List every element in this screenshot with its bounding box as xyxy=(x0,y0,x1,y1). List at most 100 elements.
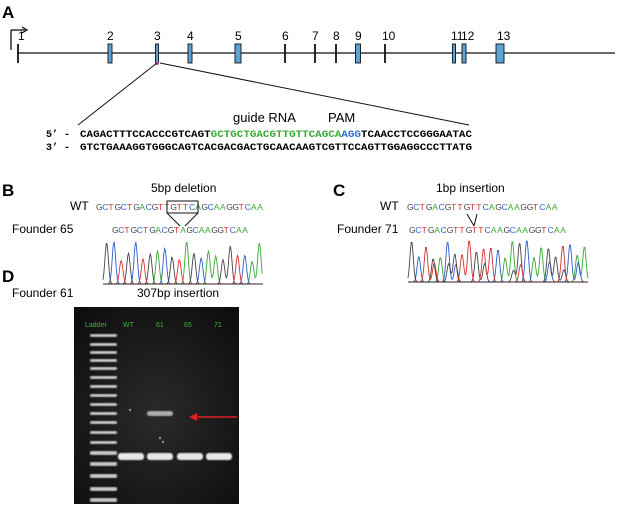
exon-number-8: 8 xyxy=(333,29,340,43)
base: C xyxy=(208,202,214,212)
trace-T xyxy=(408,240,588,283)
base: G xyxy=(112,225,119,235)
base: G xyxy=(211,225,218,235)
guide-rna-label: guide RNA xyxy=(233,110,296,125)
base: G xyxy=(409,225,416,235)
base: A xyxy=(514,202,520,212)
base: A xyxy=(257,202,263,212)
base: A xyxy=(139,202,145,212)
base: A xyxy=(251,202,257,212)
zoom-line-right xyxy=(159,62,470,126)
base: C xyxy=(510,225,516,235)
base: T xyxy=(470,202,475,212)
base: C xyxy=(502,202,508,212)
base: C xyxy=(193,225,199,235)
base: G xyxy=(217,225,224,235)
lane-label-ladder: Ladder xyxy=(85,322,107,329)
base: G xyxy=(186,225,193,235)
base: T xyxy=(108,202,113,212)
ladder-band xyxy=(90,351,117,354)
base: T xyxy=(478,225,483,235)
base: A xyxy=(199,225,205,235)
base: G xyxy=(447,225,454,235)
exon-number-4: 4 xyxy=(187,29,194,43)
base: A xyxy=(220,202,226,212)
ladder-band xyxy=(90,451,117,455)
base: G xyxy=(426,202,433,212)
ladder-band xyxy=(90,487,117,491)
base: T xyxy=(158,202,163,212)
panel-b-chromatogram xyxy=(102,241,263,285)
base: T xyxy=(143,225,148,235)
exon-2 xyxy=(107,43,113,64)
base: A xyxy=(522,225,528,235)
base: A xyxy=(489,202,495,212)
lane-label-65: 65 xyxy=(184,322,192,329)
exon-11 xyxy=(452,43,456,64)
base: A xyxy=(214,202,220,212)
panel-d-label: D xyxy=(2,267,14,286)
base: C xyxy=(146,202,152,212)
base: G xyxy=(466,225,473,235)
base: C xyxy=(245,202,251,212)
ladder-band xyxy=(90,343,117,346)
base: C xyxy=(539,202,545,212)
panel-c-chromatogram xyxy=(407,240,589,283)
base: G xyxy=(232,202,239,212)
base: T xyxy=(224,225,229,235)
base: T xyxy=(422,225,427,235)
ladder-band xyxy=(90,376,117,379)
pam-label: PAM xyxy=(328,110,355,125)
base: T xyxy=(127,202,132,212)
panel-a-label: A xyxy=(2,3,14,22)
base: A xyxy=(491,225,497,235)
ladder-band xyxy=(90,441,117,444)
base: T xyxy=(476,202,481,212)
exon-5 xyxy=(234,43,242,64)
exon-number-11: 11 xyxy=(451,29,464,43)
base: T xyxy=(174,225,179,235)
base: G xyxy=(168,225,175,235)
base: T xyxy=(533,202,538,212)
exon-number-2: 2 xyxy=(107,29,114,43)
exon-number-13: 13 xyxy=(497,29,511,43)
base: T xyxy=(472,225,477,235)
base: C xyxy=(483,202,489,212)
ladder-band xyxy=(90,474,117,478)
zoom-line-left xyxy=(77,62,158,126)
lane-label-71: 71 xyxy=(214,322,222,329)
insertion-mark xyxy=(466,213,475,227)
deletion-box xyxy=(166,200,199,214)
base: G xyxy=(133,202,140,212)
exon-4 xyxy=(187,43,193,64)
base: A xyxy=(242,225,248,235)
ladder-band xyxy=(90,385,117,388)
base: G xyxy=(535,225,542,235)
insertion-mark-right xyxy=(473,213,478,227)
base: A xyxy=(155,225,161,235)
sequence-bottom-strand: GTCTGAAAGGTGGGCAGTCACGACGACTGCAACAAGTCGT… xyxy=(80,143,472,154)
base: C xyxy=(439,202,445,212)
base: T xyxy=(420,202,425,212)
ladder-band xyxy=(90,421,117,424)
seq-top-post: TCAACCTCCGGGAATAC xyxy=(361,130,472,141)
panel-b-title: 5bp deletion xyxy=(151,181,216,195)
base: G xyxy=(529,225,536,235)
base: G xyxy=(226,202,233,212)
base: T xyxy=(177,202,182,212)
base: T xyxy=(124,225,129,235)
base: G xyxy=(445,202,452,212)
base: G xyxy=(170,202,177,212)
base: C xyxy=(415,225,421,235)
exon-13 xyxy=(495,43,505,64)
deletion-line-right xyxy=(184,212,199,227)
base: T xyxy=(183,202,188,212)
base: A xyxy=(546,202,552,212)
base: C xyxy=(118,225,124,235)
base: G xyxy=(131,225,138,235)
base: C xyxy=(162,225,168,235)
